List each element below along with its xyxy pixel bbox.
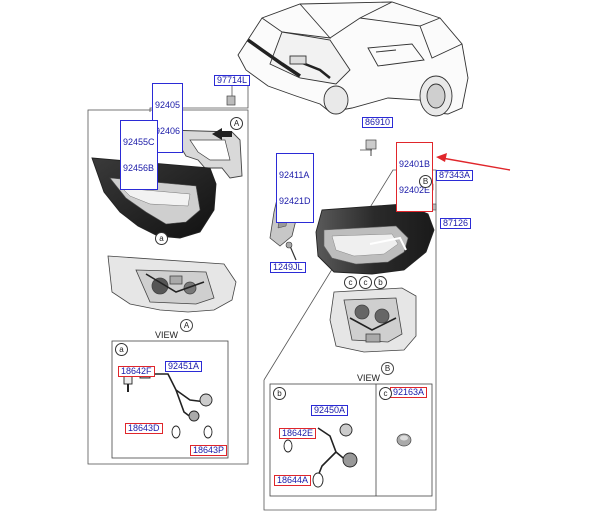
view-a-word: VIEW [155, 330, 179, 340]
vehicle-illustration [237, 1, 469, 117]
callout-b-detail-box: b [273, 387, 286, 400]
part-number-92402e: 92402E [399, 184, 431, 195]
part-label-18643d[interactable]: 18643D [125, 423, 163, 434]
callout-b-outer-lens: b [374, 276, 387, 289]
callout-c-detail-box: c [379, 387, 392, 400]
callout-a-detail-box: a [115, 343, 128, 356]
callout-arrow-a: A [230, 117, 243, 130]
part-label-87126[interactable]: 87126 [440, 218, 472, 229]
part-label-18643p[interactable]: 18643P [190, 445, 228, 456]
part-number-92406: 92406 [155, 125, 181, 136]
part-number-92411a: 92411A [279, 170, 310, 180]
part-label-92450a[interactable]: 92450A [311, 405, 349, 416]
callout-a-inner-lens: a [155, 232, 168, 245]
callout-c-2: c [359, 276, 372, 289]
direction-arrow-a [212, 128, 232, 140]
part-number-92401b: 92401B [399, 159, 431, 169]
part-number-92455c: 92455C [123, 137, 155, 147]
view-a-letter-circle: A [180, 319, 193, 332]
part-number-92456b: 92456B [123, 162, 155, 173]
highlight-pointer-arrow [436, 153, 511, 171]
mounting-nut [226, 95, 236, 106]
outer-lamp-rear-view [329, 287, 417, 353]
callout-c-1: c [344, 276, 357, 289]
part-label-18642f[interactable]: 18642F [118, 366, 155, 377]
part-label-87343a[interactable]: 87343A [436, 170, 474, 181]
grommet-92163a [396, 433, 412, 447]
part-number-92405: 92405 [155, 100, 181, 110]
view-b-letter-circle: B [381, 362, 394, 375]
part-label-18642e[interactable]: 18642E [279, 428, 317, 439]
part-label-92411a-92421d[interactable]: 92411A 92421D [276, 153, 314, 223]
callout-arrow-b: B [419, 175, 432, 188]
inner-lamp-rear-view [107, 255, 237, 313]
view-b-word: VIEW [357, 373, 381, 383]
part-label-97714l[interactable]: 97714L [214, 75, 251, 86]
part-number-92421d: 92421D [279, 195, 311, 206]
fastener-86910 [365, 139, 377, 156]
part-label-92451a[interactable]: 92451A [165, 361, 203, 372]
outer-lamp-lens [315, 203, 435, 275]
part-label-1249jl[interactable]: 1249JL [270, 262, 306, 273]
part-label-92455c-92456b[interactable]: 92455C 92456B [120, 120, 158, 190]
part-label-18644a[interactable]: 18644A [274, 475, 312, 486]
view-a-caption: VIEW [145, 320, 178, 350]
outer-lamp-socket-wiring [283, 423, 358, 488]
inner-lamp-socket-detail-frame [111, 340, 229, 459]
outer-lamp-socket-detail-frame [269, 383, 433, 497]
part-label-86910[interactable]: 86910 [362, 117, 394, 128]
view-b-caption: VIEW [347, 363, 380, 393]
part-label-92163a[interactable]: 92163A [390, 387, 428, 398]
screw-1249jl [285, 241, 297, 261]
